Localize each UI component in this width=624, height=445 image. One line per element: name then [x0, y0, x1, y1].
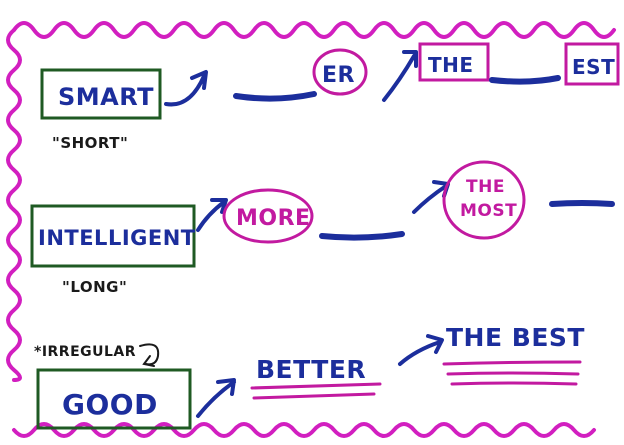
blank-line — [233, 91, 317, 102]
prefix-the: THE — [428, 53, 474, 77]
word-circle-the-most — [442, 160, 526, 240]
adjective-smart: SMART — [58, 83, 154, 111]
blank-line — [549, 200, 615, 207]
underline — [252, 392, 376, 400]
adjective-good: GOOD — [62, 388, 158, 421]
wavy-border-left — [6, 28, 22, 382]
prefix-box-the — [418, 42, 490, 82]
arrow-icon — [164, 70, 208, 107]
suffix-box-est — [564, 42, 620, 86]
note-irregular: *IRREGULAR — [34, 344, 136, 360]
suffix-er: ER — [322, 63, 355, 88]
word-better: BETTER — [256, 355, 366, 384]
adjective-box-smart — [40, 68, 162, 120]
arrow-icon — [196, 378, 236, 418]
blank-line — [319, 231, 405, 241]
suffix-circle-er — [312, 48, 368, 96]
word-the: THE — [466, 177, 505, 197]
word-most: MOST — [460, 201, 517, 221]
blank-line — [489, 75, 561, 85]
adjective-box-intelligent — [30, 204, 196, 268]
arrow-icon — [382, 50, 418, 102]
adjective-intelligent: INTELLIGENT — [38, 226, 196, 250]
note-long: "LONG" — [62, 278, 127, 296]
arrow-icon — [196, 198, 228, 232]
note-short: "SHORT" — [52, 134, 128, 152]
wavy-border-bottom — [12, 422, 596, 438]
arrow-icon — [398, 334, 444, 366]
curl-arrow-icon — [139, 343, 160, 367]
underline — [450, 381, 578, 386]
underline — [446, 371, 580, 376]
word-more: MORE — [236, 206, 311, 231]
adjective-box-good — [36, 368, 192, 430]
word-circle-more — [222, 188, 314, 244]
word-the-best: THE BEST — [446, 323, 585, 352]
underline — [250, 382, 382, 390]
suffix-est: EST — [572, 55, 615, 79]
underline — [442, 360, 582, 366]
wavy-border — [12, 21, 616, 39]
